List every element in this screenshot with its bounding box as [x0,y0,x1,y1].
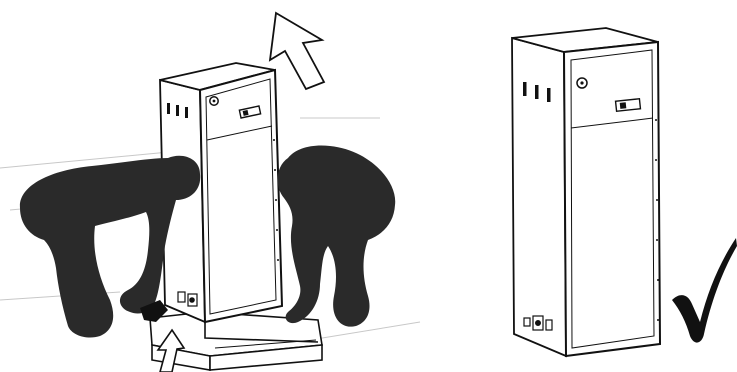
result-panel [512,28,737,356]
lifting-panel [0,13,420,372]
cabinet-icon [512,28,660,356]
checkmark-icon [672,238,737,343]
lift-up-arrow-icon [270,13,324,89]
person-silhouette-icon [278,146,396,327]
